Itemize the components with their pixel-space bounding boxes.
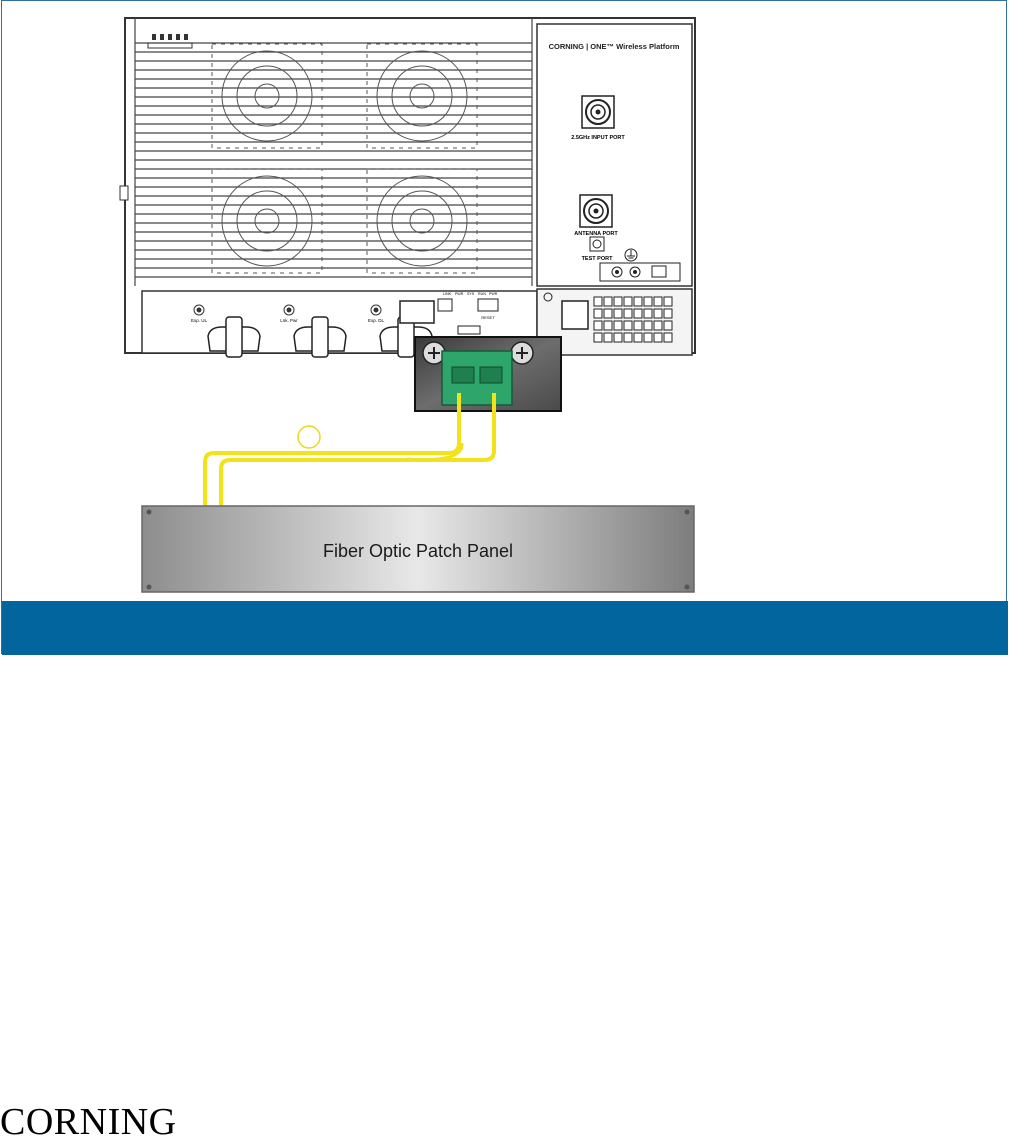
terminal-screw — [644, 333, 652, 342]
fiber-slot — [458, 326, 480, 334]
brand-label: CORNING | ONE™ Wireless Platform — [549, 42, 680, 51]
fiber-adapter-plate — [415, 337, 561, 411]
terminal-screw — [654, 321, 662, 330]
sfp-cage — [400, 301, 434, 323]
terminal-screw — [614, 333, 622, 342]
terminal-screw — [594, 297, 602, 306]
patch-panel-label: Fiber Optic Patch Panel — [323, 541, 513, 561]
antenna-port: ANTENNA PORT — [574, 195, 618, 237]
terminal-screw — [644, 297, 652, 306]
terminal-screw — [604, 309, 612, 318]
test-port-label: TEST PORT — [582, 256, 614, 262]
terminal-screw — [614, 309, 622, 318]
antenna-port-label: ANTENNA PORT — [574, 231, 618, 237]
rf-side-panel: CORNING | ONE™ Wireless Platform 2.5GHz … — [537, 24, 692, 286]
figure-frame: CORNING | ONE™ Wireless Platform 2.5GHz … — [1, 0, 1007, 654]
caption-bar — [2, 601, 1008, 655]
terminal-screw — [654, 297, 662, 306]
terminal-screw — [604, 321, 612, 330]
terminal-screw — [604, 333, 612, 342]
terminal-screw — [614, 321, 622, 330]
terminal-screw — [624, 297, 632, 306]
terminal-screw — [664, 333, 672, 342]
terminal-screw — [614, 297, 622, 306]
input-port-label: 2.5GHz INPUT PORT — [571, 135, 625, 141]
terminal-screw — [634, 297, 642, 306]
terminal-screw — [594, 309, 602, 318]
status-label-pwr1: PWR — [455, 292, 464, 296]
status-label-pwr2: PWR — [489, 292, 498, 296]
terminal-strip — [600, 263, 680, 281]
status-label-sys: SYS — [467, 292, 475, 296]
reset-label: RESET — [481, 315, 495, 320]
fiber-optic-patch-panel: Fiber Optic Patch Panel — [142, 506, 694, 592]
terminal-screw — [664, 297, 672, 306]
terminal-screw — [644, 321, 652, 330]
terminal-screw — [624, 309, 632, 318]
terminal-screw — [634, 309, 642, 318]
terminal-screw — [604, 297, 612, 306]
terminal-screw — [664, 309, 672, 318]
installation-diagram: CORNING | ONE™ Wireless Platform 2.5GHz … — [2, 1, 1008, 601]
terminal-screw — [664, 321, 672, 330]
front-label-exp-ul: Exp. UL — [191, 318, 208, 323]
status-label-link: LINK — [443, 292, 452, 296]
status-label-run: RUN — [478, 292, 486, 296]
mount-bracket — [120, 186, 128, 200]
corning-logo: CORNING — [0, 1100, 177, 1144]
front-label-lnk-pwr: Lnk. Pwr — [280, 318, 298, 323]
callout-circle — [298, 426, 320, 448]
terminal-screw — [624, 321, 632, 330]
terminal-screw — [624, 333, 632, 342]
terminal-screw — [594, 333, 602, 342]
terminal-screw — [644, 309, 652, 318]
terminal-screw — [654, 309, 662, 318]
terminal-screw — [634, 333, 642, 342]
terminal-screw — [634, 321, 642, 330]
terminal-screw — [654, 333, 662, 342]
terminal-screw — [594, 321, 602, 330]
front-label-exp-dl: Exp. DL — [368, 318, 385, 323]
